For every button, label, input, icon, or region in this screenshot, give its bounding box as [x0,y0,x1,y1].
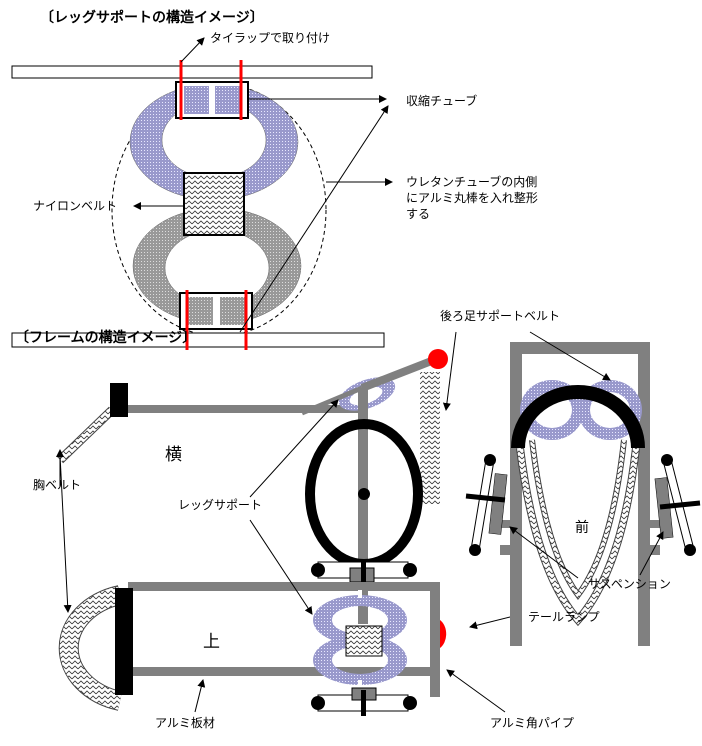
bottom-bar [11,332,385,348]
urethane-label-line2: にアルミ丸棒を入れ整形 [406,191,538,205]
chest-belt-label: 胸ベルト [33,478,82,492]
front-view [465,331,701,646]
top-bar [11,65,373,79]
side-view [56,331,457,624]
frame-section-title: 〔フレームの構造イメージ〕 [15,330,197,346]
front-view-label: 前 [575,520,589,536]
leg-support-section-title: 〔レッグサポートの構造イメージ〕 [40,10,264,26]
shrink-tube-label: 収縮チューブ [406,94,478,108]
urethane-label-line3: する [406,207,431,221]
tail-lamp-label: テールランプ [528,610,600,624]
top-view [56,399,511,716]
nylon-belt [183,172,245,236]
suspension-label: サスペンション [588,577,671,591]
rear-leg-belt-label: 後ろ足サポートベルト [440,309,561,323]
nylon-belt-label: ナイロンベルト [33,199,118,213]
leg-support-structure [11,37,393,350]
side-view-label: 横 [165,445,182,465]
tie-wrap-label: タイラップで取り付け [210,31,331,45]
leg-support-label: レッグサポート [178,498,263,512]
top-view-label: 上 [203,632,220,652]
aluminum-square-pipe-label: アルミ角パイプ [490,716,574,730]
urethane-label-line1: ウレタンチューブの内側 [406,175,538,189]
aluminum-plate-label: アルミ板材 [155,716,215,730]
